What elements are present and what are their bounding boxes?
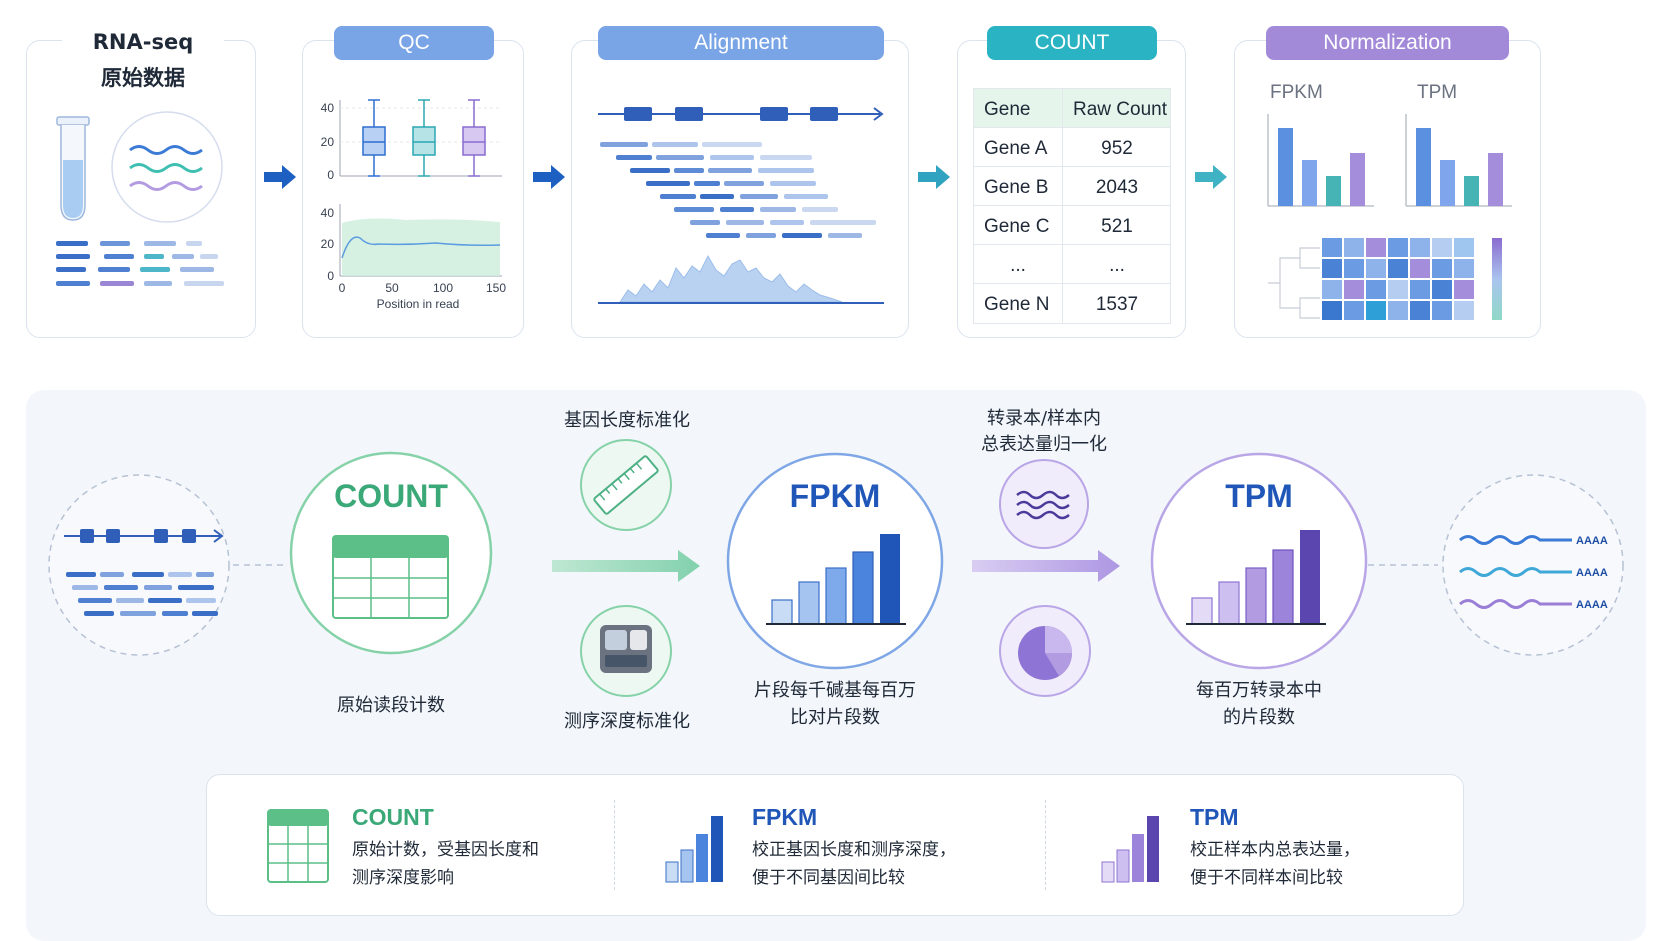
summary-box (206, 774, 1464, 916)
qc-line-tick: 0 (327, 269, 334, 283)
summary-tpm-desc: 校正样本内总表达量， 便于不同样本间比较 (1190, 840, 1360, 888)
table-cell-count: 2043 (1095, 177, 1139, 198)
table-cell-count: 952 (1101, 138, 1133, 159)
bar-chart-icon (766, 534, 906, 625)
summary-divider (614, 800, 615, 890)
tpm-circle (1150, 452, 1368, 670)
qc-box-tick: 0 (327, 168, 334, 182)
qc-line-tick: 20 (321, 237, 335, 251)
flow-tpm-desc: 每百万转录本中 的片段数 (1196, 680, 1322, 728)
alignment-title: Alignment (598, 26, 884, 60)
qc-boxplot (362, 99, 386, 177)
table-icon (332, 535, 449, 619)
qc-boxplot (412, 99, 436, 177)
aligned-reads-circle (48, 474, 230, 656)
normalization-fpkm-label: FPKM (1270, 82, 1323, 103)
normalization-illustration (1267, 114, 1512, 320)
table-header (974, 89, 1170, 127)
table-cell-gene: ... (1010, 255, 1026, 276)
poly-a-label: AAAA (1576, 599, 1608, 611)
table-cell-gene: Gene C (984, 216, 1050, 237)
summary-fpkm-title: FPKM (752, 804, 818, 830)
summary-fpkm-desc: 校正基因长度和测序深度， 便于不同基因间比较 (752, 840, 956, 888)
wave-circle-icon (111, 111, 223, 223)
heatmap-color-scale (1492, 238, 1502, 320)
qc-x-tick: 150 (486, 281, 506, 295)
arrow-right-icon (533, 165, 565, 189)
flow-fpkm-desc: 片段每千碱基每百万 比对片段数 (754, 680, 916, 728)
reads-icon (56, 241, 224, 286)
dendrogram (1268, 247, 1320, 319)
bar-chart-icon (1101, 816, 1159, 883)
summary-count-title: COUNT (352, 804, 434, 830)
arrow-right-icon (1195, 165, 1227, 189)
flow-count-title: COUNT (334, 478, 448, 514)
tpm-mini-bars (1405, 114, 1512, 207)
arrow-right-icon (972, 550, 1120, 582)
summary-count-desc: 原始计数，受基因长度和 测序深度影响 (352, 840, 539, 888)
count-table: Gene Raw Count Gene A 952 Gene B 2043 Ge… (973, 88, 1171, 324)
gene-length-norm-label: 基因长度标准化 (564, 410, 690, 431)
transcripts-circle: AAAA AAAA AAAA (1442, 474, 1624, 656)
qc-xlabel: Position in read (377, 297, 460, 311)
reference-genome (598, 107, 884, 121)
summary-tpm-title: TPM (1190, 804, 1239, 830)
qc-card (302, 40, 524, 338)
arrow-right-icon (552, 550, 700, 582)
raw-data-title: RNA-seq (62, 30, 224, 54)
table-header-gene: Gene (984, 99, 1031, 120)
sequencer-icon (580, 605, 672, 697)
depth-norm-label: 测序深度标准化 (564, 711, 690, 732)
normalization-tpm-label: TPM (1417, 82, 1458, 103)
qc-box-tick: 40 (321, 101, 335, 115)
table-cell-gene: Gene N (984, 294, 1050, 315)
arrow-right-icon (264, 165, 296, 189)
poly-a-label: AAAA (1576, 535, 1608, 547)
qc-chart: 40 20 0 40 20 0 0 50 100 150 Position in… (321, 99, 506, 311)
qc-x-tick: 0 (339, 281, 346, 295)
fpkm-circle (726, 452, 944, 670)
qc-quality-line (341, 236, 501, 259)
poly-a-label: AAAA (1576, 567, 1608, 579)
heatmap (1322, 238, 1474, 320)
raw-data-illustration (56, 111, 224, 286)
pie-chart-icon (999, 605, 1091, 697)
qc-title: QC (334, 26, 494, 60)
wave-icon (999, 459, 1089, 549)
count-title: COUNT (987, 26, 1157, 60)
coverage-histogram (619, 254, 843, 303)
qc-boxplot (462, 99, 486, 177)
table-cell-count: 1537 (1095, 294, 1139, 315)
qc-quality-area (342, 218, 500, 276)
test-tube-icon (56, 116, 90, 221)
fpkm-mini-bars (1267, 114, 1374, 207)
alignment-illustration (598, 107, 884, 304)
within-sample-norm-label: 转录本/样本内 总表达量归一化 (981, 408, 1107, 455)
qc-line-tick: 40 (321, 206, 335, 220)
qc-box-tick: 20 (321, 135, 335, 149)
aligned-reads (600, 142, 876, 238)
flow-tpm-title: TPM (1225, 478, 1293, 514)
raw-data-subtitle: 原始数据 (101, 66, 185, 90)
table-cell-count: 521 (1101, 216, 1133, 237)
flow-fpkm-title: FPKM (789, 478, 881, 514)
qc-x-tick: 50 (385, 281, 399, 295)
table-icon (267, 809, 329, 883)
arrow-right-icon (918, 165, 950, 189)
qc-x-tick: 100 (433, 281, 453, 295)
count-circle (289, 451, 493, 655)
table-cell-gene: Gene B (984, 177, 1049, 198)
table-header-count: Raw Count (1073, 99, 1167, 120)
normalization-title: Normalization (1266, 26, 1509, 60)
table-cell-count: ... (1109, 255, 1125, 276)
table-cell-gene: Gene A (984, 138, 1048, 159)
ruler-icon (580, 439, 672, 531)
bar-chart-icon (1186, 530, 1326, 625)
bar-chart-icon (665, 816, 723, 883)
flow-count-desc: 原始读段计数 (337, 695, 445, 716)
summary-divider (1045, 800, 1046, 890)
